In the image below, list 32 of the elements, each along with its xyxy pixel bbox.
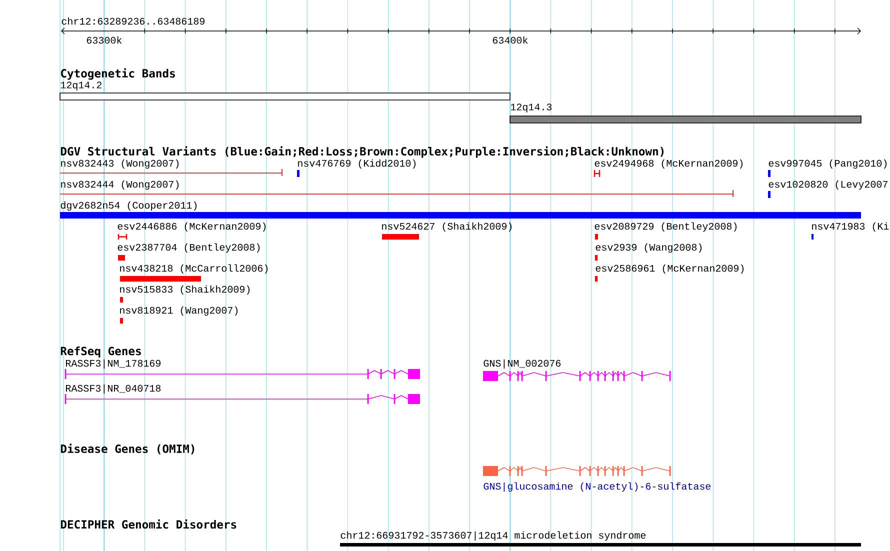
gene-label: GNS|NM_002076 [484,359,561,369]
band-label: 12q14.3 [510,104,552,112]
variant-label: esv997045 (Pang2010) [768,159,887,169]
gene-label: RASSF3|NM_178169 [66,359,161,369]
variant-label: nsv832444 (Wong2007) [61,180,179,190]
variant-label: esv2494968 (McKernan2009) [594,159,743,169]
variant-label: esv2089729 (Bentley2008) [594,222,737,232]
axis-label: chr12:63289236..63486189 [62,17,205,25]
track-heading: Cytogenetic Bands [61,68,175,80]
region-label: chr12:66931792-3573607|12q14 microdeletion syndrome [340,531,646,541]
variant-label: nsv515833 (Shaikh2009) [120,285,250,295]
variant-label: esv2446886 (McKernan2009) [118,222,266,232]
variant-label: nsv818921 (Wang2007) [120,306,238,316]
variant-label: esv1020820 (Levy2007 [768,180,888,190]
variant-label: nsv832443 (Wong2007) [61,159,179,169]
variant-label: dgv2682n54 (Cooper2011) [60,201,197,211]
track-heading: DGV Structural Variants (Blue:Gain;Red:Loss;Brown:Complex;Purple:Inversion;Black:Unknown) [60,146,664,158]
variant-label: esv2939 (Wang2008) [596,243,702,253]
track-heading: Disease Genes (OMIM) [60,444,194,454]
axis-label: 63300k [86,36,122,44]
disease-gene-label: GNS|glucosamine (N-acetyl)-6-sulfatase [484,482,711,492]
track-heading: RefSeq Genes [60,346,141,358]
variant-label: nsv471983 (Ki [812,222,889,232]
track-heading: DECIPHER Genomic Disorders [60,519,236,529]
gene-label: RASSF3|NR_040718 [66,384,161,394]
variant-label: nsv524627 (Shaikh2009) [382,222,512,232]
variant-label: nsv476769 (Kidd2010) [298,159,416,169]
variant-label: esv2387704 (Bentley2008) [118,243,260,253]
band-label: 12q14.2 [60,82,102,90]
axis-label: 63400k [492,36,528,44]
variant-label: esv2586961 (McKernan2009) [596,264,744,274]
variant-label: nsv438218 (McCarroll2006) [120,264,268,274]
